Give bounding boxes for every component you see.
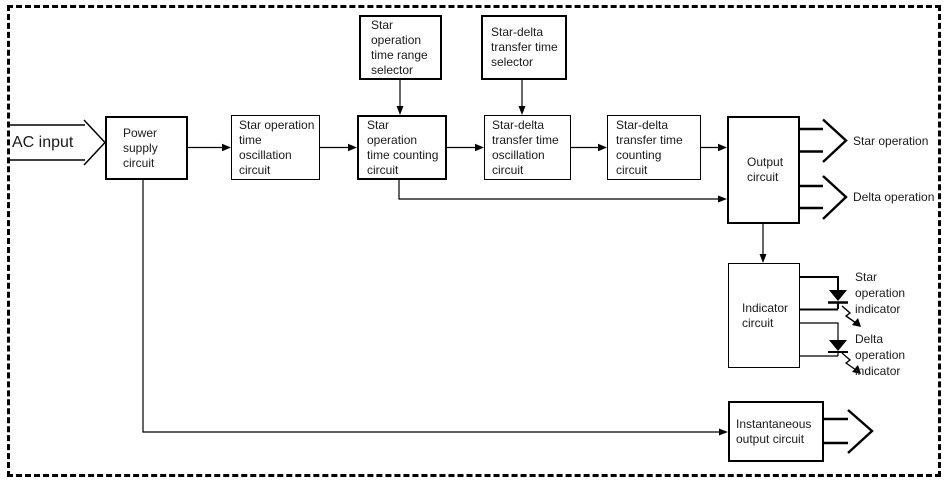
label-line: Delta: [855, 332, 884, 346]
box-line: Star-delta: [492, 117, 545, 132]
box-line: circuit: [492, 162, 524, 177]
star-operation-time-counting-circuit-box: Star operation time counting circuit: [357, 115, 447, 180]
power-supply-circuit-box: Power supply circuit: [105, 116, 188, 180]
box-line: time counting: [367, 147, 439, 162]
box-line: oscillation: [492, 147, 545, 162]
box-line: operation: [367, 132, 418, 147]
label-line: operation: [855, 286, 906, 300]
indicator-circuit-box: Indicator circuit: [728, 263, 800, 368]
box-line: Star: [367, 117, 390, 132]
box-line: supply: [123, 140, 158, 155]
box-line: Star-delta: [616, 117, 669, 132]
box-line: output circuit: [736, 431, 805, 446]
box-line: circuit: [367, 162, 399, 177]
label-line: operation: [855, 348, 906, 362]
instantaneous-output-circuit-box: Instantaneous output circuit: [728, 401, 824, 462]
box-line: counting: [616, 147, 662, 162]
star-operation-time-range-selector-box: Star operation time range selector: [359, 15, 442, 80]
label-line: indicator: [855, 302, 901, 316]
box-line: circuit: [616, 162, 648, 177]
ac-input-label: AC input: [12, 134, 74, 151]
box-line: circuit: [123, 155, 155, 170]
box-line: Output: [747, 155, 784, 169]
label-line: Star: [855, 270, 878, 284]
box-line: time: [239, 132, 262, 147]
box-line: transfer time: [491, 40, 558, 54]
label-line: indicator: [855, 364, 901, 378]
star-operation-indicator-label: Star operation indicator: [855, 269, 905, 317]
output-circuit-box: Output circuit: [727, 116, 800, 224]
box-line: circuit: [747, 170, 779, 184]
box-line: oscillation: [239, 147, 292, 162]
delta-operation-indicator-label: Delta operation indicator: [855, 331, 905, 379]
box-line: transfer time: [616, 132, 683, 147]
box-line: circuit: [239, 162, 271, 177]
box-line: Power: [123, 125, 158, 140]
star-operation-output-label: Star operation: [853, 134, 929, 148]
box-line: transfer time: [492, 132, 559, 147]
dashed-border: [7, 5, 941, 477]
box-line: Instantaneous: [736, 416, 812, 431]
box-line: operation: [371, 32, 422, 47]
delta-operation-output-label: Delta operation: [853, 190, 935, 204]
box-line: time range: [371, 47, 428, 62]
star-delta-transfer-time-counting-circuit-box: Star-delta transfer time counting circui…: [607, 115, 701, 180]
box-line: Star: [371, 17, 394, 32]
box-line: Star-delta: [491, 25, 544, 39]
box-line: selector: [371, 62, 414, 77]
box-line: Indicator: [742, 300, 789, 315]
star-delta-transfer-time-selector-box: Star-delta transfer time selector: [481, 15, 567, 80]
box-line: selector: [491, 55, 534, 69]
box-line: Star operation: [239, 117, 315, 132]
star-delta-transfer-time-oscillation-circuit-box: Star-delta transfer time oscillation cir…: [484, 115, 571, 180]
star-operation-time-oscillation-circuit-box: Star operation time oscillation circuit: [231, 115, 320, 180]
box-line: circuit: [742, 315, 774, 330]
